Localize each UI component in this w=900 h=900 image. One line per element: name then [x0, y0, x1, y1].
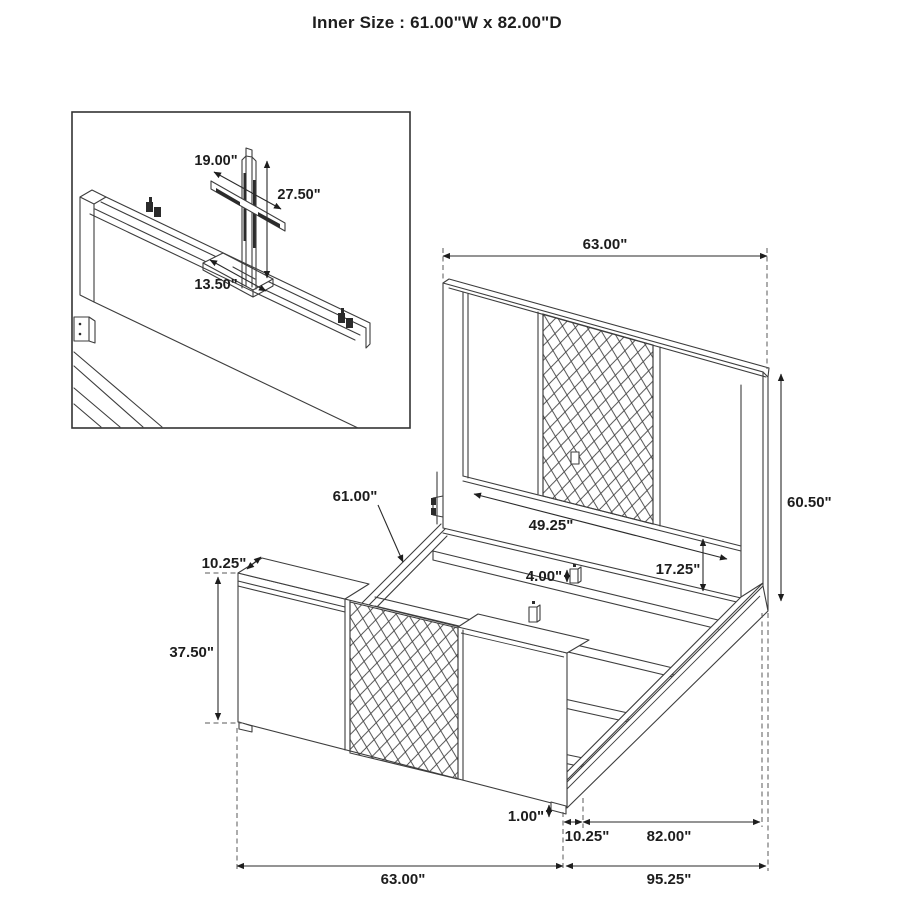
inset-tv-lift: [202, 147, 286, 298]
dim-27-50: 27.50": [263, 160, 321, 279]
dim-95-25: 95.25": [565, 862, 767, 888]
dim-label: 61.00": [333, 488, 378, 505]
page-title: Inner Size : 61.00"W x 82.00"D: [312, 13, 562, 32]
dim-label: 82.00": [647, 828, 692, 845]
dim-60-50: 60.50": [777, 373, 832, 602]
dim-49-25: 49.25": [473, 492, 728, 561]
headboard-hook: [570, 451, 580, 465]
dim-label: 60.50": [787, 494, 832, 511]
dim-label: 63.00": [381, 871, 426, 888]
headboard-bracket-icon: [431, 495, 444, 518]
dim-label: 37.50": [169, 644, 214, 661]
dim-17-25: 17.25": [656, 538, 707, 592]
headboard-crosshatch-panel: [542, 313, 654, 525]
dim-1-00: 1.00": [508, 804, 553, 825]
inset-border: [71, 111, 411, 429]
dim-label: 10.25": [565, 828, 610, 845]
dim-label: 95.25": [647, 871, 692, 888]
wall-bracket-icon: [73, 316, 96, 344]
hinge-icon: [338, 308, 353, 328]
slat-leg: [569, 564, 582, 584]
dim-label: 13.50": [194, 277, 237, 293]
extension-lines: [205, 248, 769, 871]
dim-82-00: 82.00": [582, 818, 761, 845]
dim-label: 63.00": [583, 236, 628, 253]
dim-10-25-bottom: 10.25": [563, 818, 610, 845]
dim-label: 17.25": [656, 561, 701, 578]
dim-10-25-top: 10.25": [202, 555, 262, 572]
dim-63-bottom: 63.00": [236, 862, 564, 888]
footboard-crosshatch-panel: [349, 601, 459, 780]
slat-leg: [528, 601, 541, 623]
dim-label: 27.50": [277, 187, 320, 203]
dim-label: 1.00": [508, 808, 544, 825]
dim-label: 19.00": [194, 153, 237, 169]
headboard-detail-inset: 19.00" 27.50" 13.50": [71, 111, 411, 429]
dim-4-00: 4.00": [526, 568, 571, 585]
inset-headboard-back: [73, 189, 371, 429]
left-rail: [357, 523, 448, 617]
headboard: [431, 278, 770, 611]
dim-label: 10.25": [202, 555, 247, 572]
dim-63-top: 63.00": [442, 236, 768, 260]
dim-label: 49.25": [529, 517, 574, 534]
dim-37-50: 37.50": [169, 576, 222, 721]
dim-label: 4.00": [526, 568, 562, 585]
dim-13-50: 13.50": [194, 259, 267, 293]
hinge-icon: [146, 197, 161, 217]
right-rail: [544, 582, 769, 809]
footboard: [237, 557, 590, 815]
footboard-foot: [238, 721, 253, 733]
dim-61-00: 61.00": [333, 488, 404, 563]
